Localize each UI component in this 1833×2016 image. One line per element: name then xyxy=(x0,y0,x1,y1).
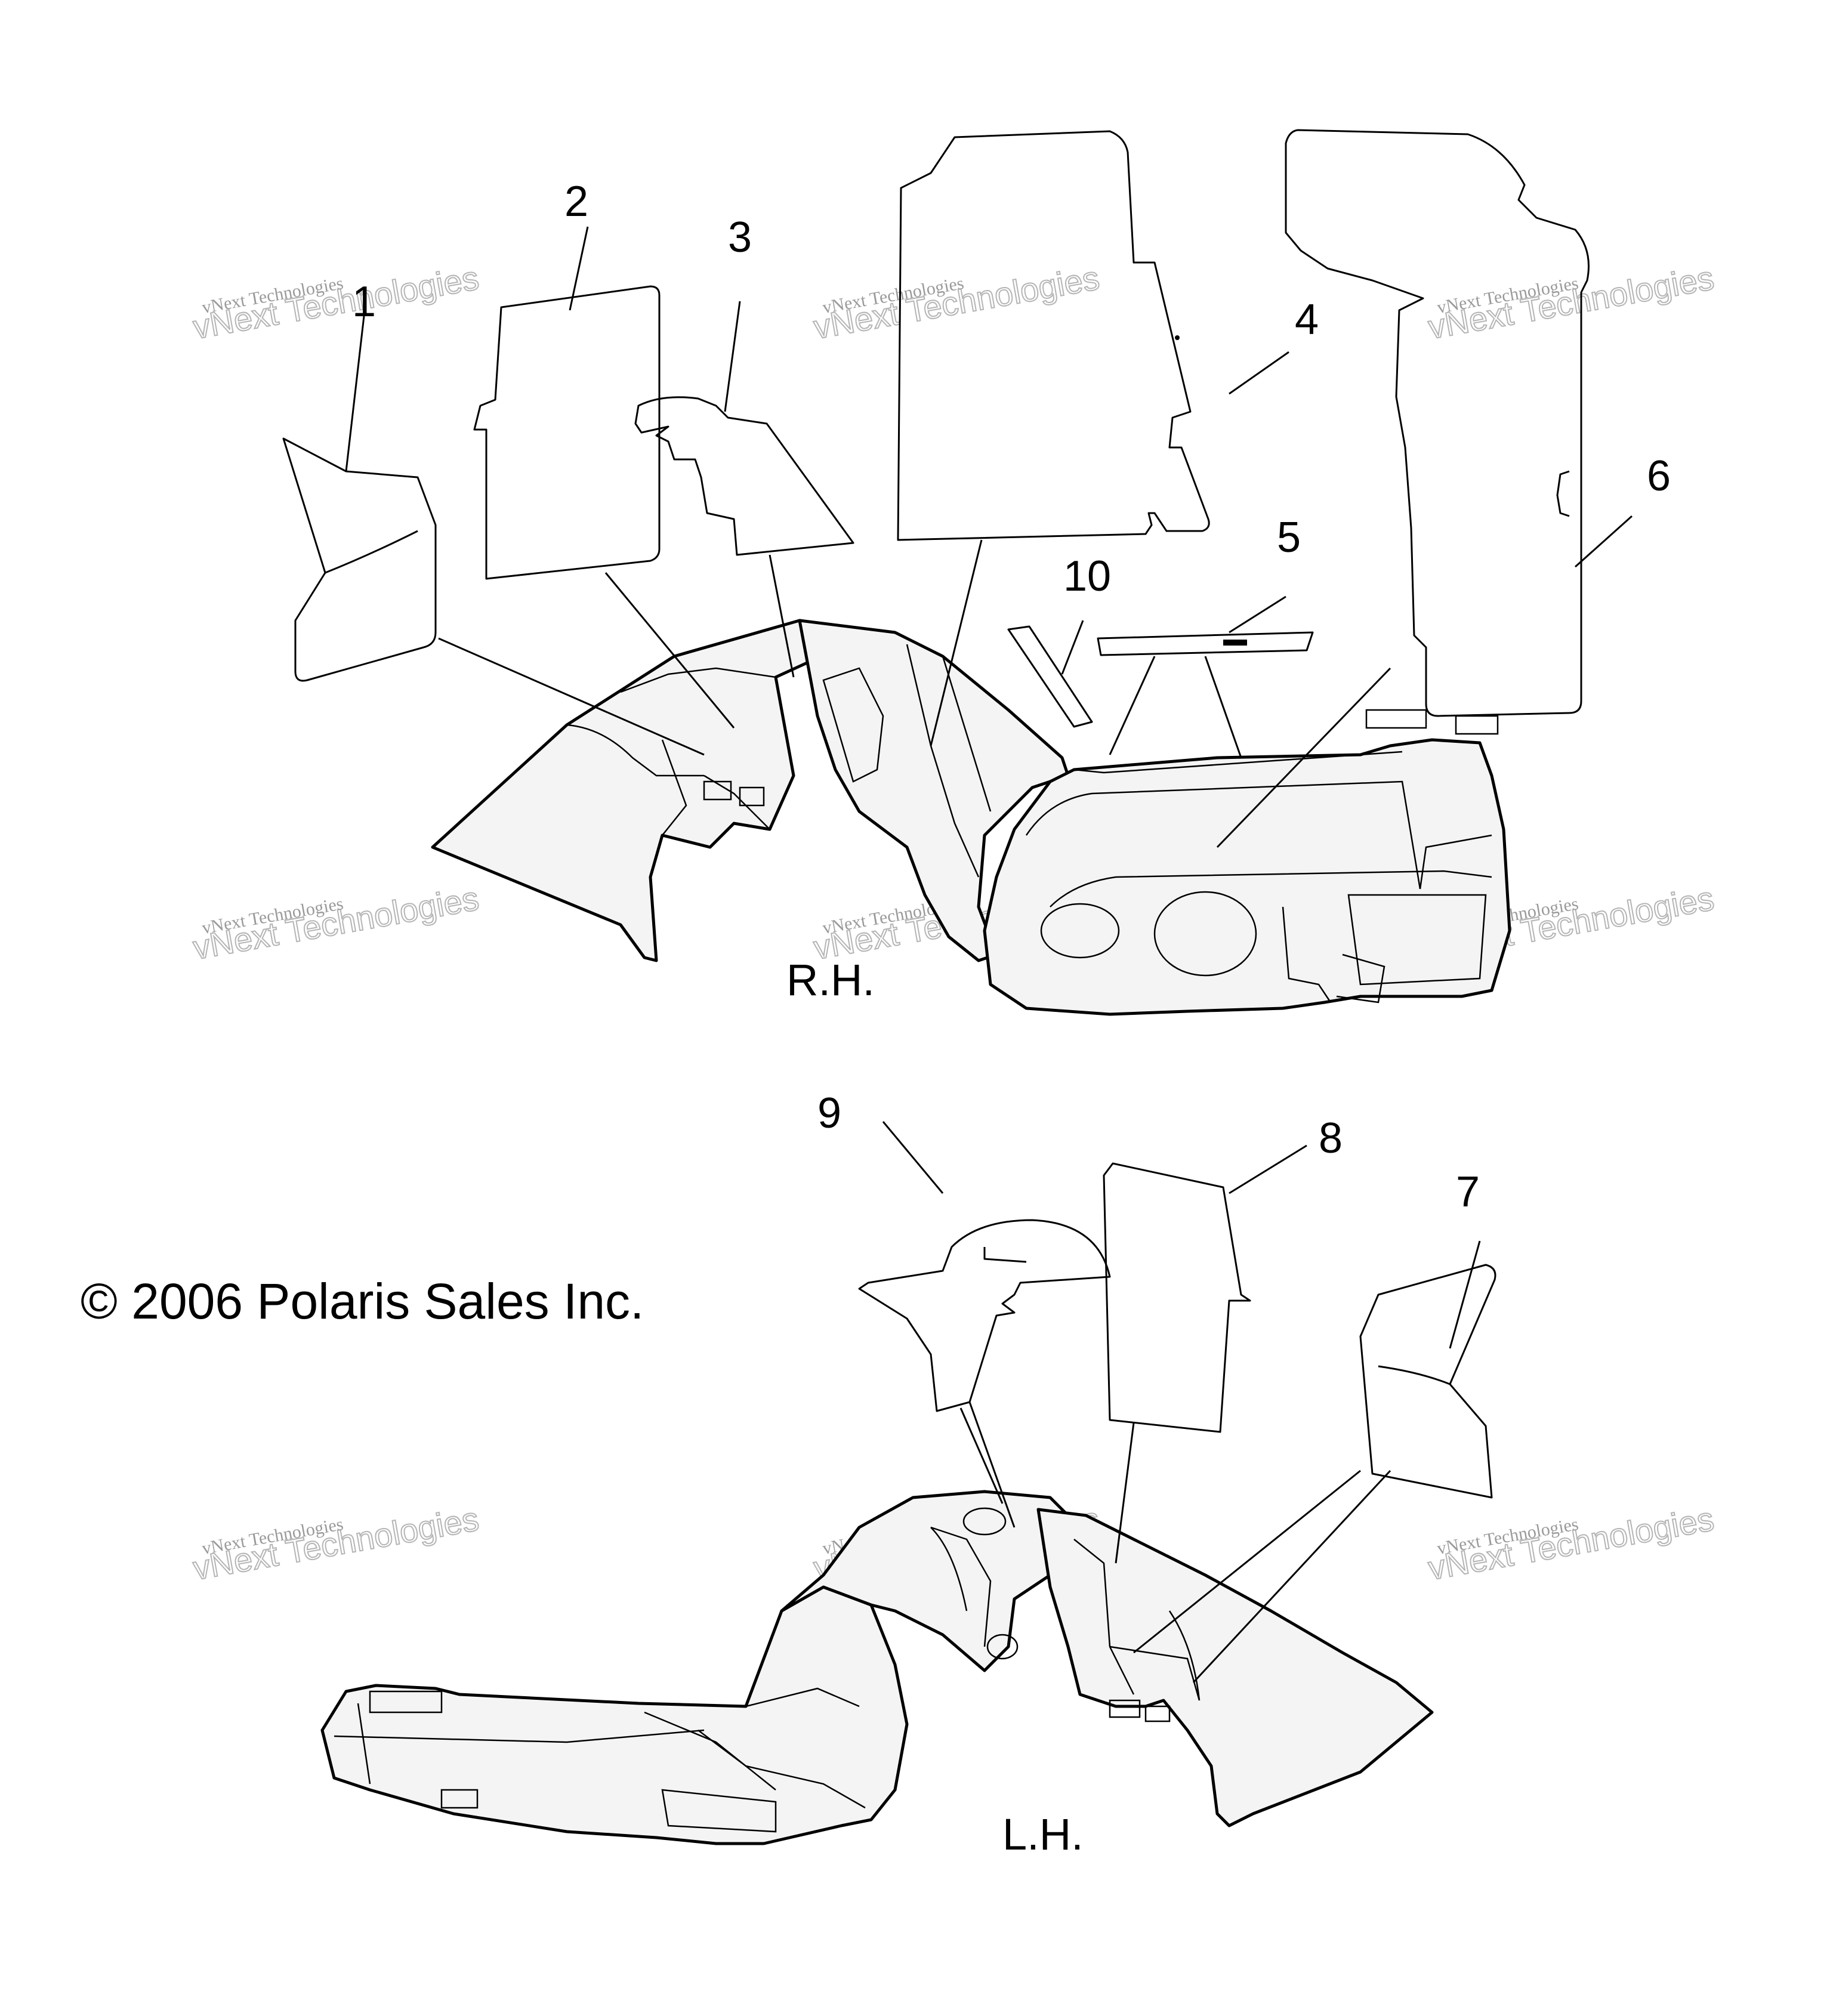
sheet-1-fold xyxy=(325,530,418,574)
callout-2: 2 xyxy=(564,178,588,226)
insulation-sheet-3 xyxy=(634,396,854,556)
watermark: vNext Technologies vNext Technologies xyxy=(1425,258,1717,347)
watermark: vNext Technologies vNext Technologies xyxy=(1425,1499,1717,1588)
watermark: vNext Technologies vNext Technologies xyxy=(810,258,1103,347)
leader-lines-lower xyxy=(882,1121,1481,1684)
sheet-7-fold xyxy=(1378,1365,1451,1385)
sheet-4-mark xyxy=(1175,335,1180,340)
watermark: vNext Technologies vNext Technologies xyxy=(190,1499,482,1588)
insulation-sheet-1 xyxy=(282,437,437,682)
watermark: vNext Technologies vNext Technologies xyxy=(190,258,482,347)
sheet-6-notch xyxy=(1556,470,1570,517)
insulation-sheet-4 xyxy=(897,130,1210,541)
leader-lines-upper xyxy=(345,226,1633,848)
watermark: vNext Technologies vNext Technologies xyxy=(190,879,482,967)
callout-5: 5 xyxy=(1277,514,1301,561)
insulation-sheet-2 xyxy=(473,285,661,580)
callout-7: 7 xyxy=(1456,1168,1480,1216)
lh-fender-assembly xyxy=(320,1490,1434,1845)
rh-fender-assembly xyxy=(431,619,1511,1016)
insulation-strip-5 xyxy=(1097,631,1314,656)
sheet-9-fold xyxy=(983,1247,1027,1263)
callout-6: 6 xyxy=(1647,452,1671,500)
callout-1: 1 xyxy=(352,278,376,326)
callout-8: 8 xyxy=(1319,1114,1343,1162)
callout-4: 4 xyxy=(1295,296,1319,344)
callout-9: 9 xyxy=(817,1089,841,1137)
right-hand-label: R.H. xyxy=(786,955,875,1005)
callout-3: 3 xyxy=(728,214,752,261)
insulation-sheet-6 xyxy=(1285,129,1590,717)
insulation-strip-10 xyxy=(1007,625,1093,728)
insulation-sheet-7 xyxy=(1359,1264,1496,1499)
left-hand-label: L.H. xyxy=(1002,1810,1084,1859)
insulation-sheet-9 xyxy=(858,1219,1111,1412)
copyright-notice: © 2006 Polaris Sales Inc. xyxy=(81,1273,644,1329)
insulation-sheet-8 xyxy=(1103,1162,1251,1433)
strip-5-label xyxy=(1223,640,1247,646)
callout-10: 10 xyxy=(1063,552,1111,600)
